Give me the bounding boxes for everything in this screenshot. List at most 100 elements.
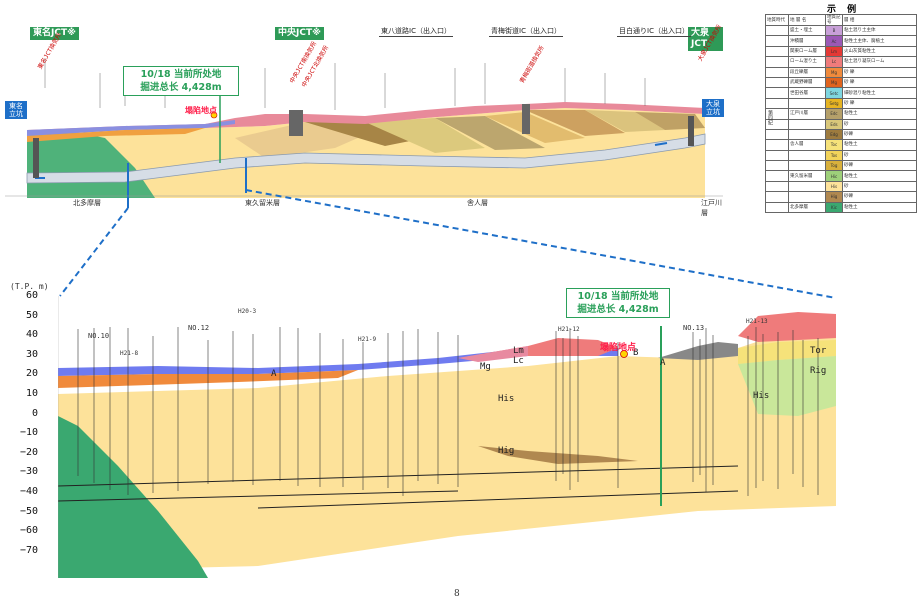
legend-swatch: Lm — [825, 45, 843, 58]
legend-swatch: B — [825, 24, 843, 37]
legend-layer-name: 関東ローム層 — [788, 45, 826, 58]
legend-description: 砂礫 — [842, 191, 917, 203]
ic-mejiro-text: 目白通りIC — [619, 27, 654, 35]
legend-description: 砂 — [842, 118, 917, 130]
top-profile-graphic — [5, 58, 723, 208]
ic-ome-suffix: （出入口） — [525, 27, 561, 35]
legend-era-cell — [765, 149, 789, 162]
legend-description: 砂礫 — [842, 128, 917, 141]
legend-swatch: Mg — [825, 66, 843, 78]
legend-layer-name — [788, 180, 826, 193]
borehole-label-no10: NO.10 — [88, 332, 110, 340]
borehole-label-h21-8: H21-8 — [120, 350, 139, 357]
legend-era-cell — [765, 76, 789, 89]
geo-label-a-left: A — [271, 369, 277, 379]
geo-label-mg: Mg — [480, 362, 491, 372]
legend-layer-name: 東久留米層 — [788, 170, 826, 182]
legend-layer-name — [788, 160, 826, 172]
collapse-point-label: B — [633, 348, 639, 358]
legend-header-code: 地質記号 — [825, 14, 843, 26]
section-progress-note: 10/18 当前所处地 掘进总长 4,428m — [566, 288, 670, 318]
legend-description: 砂 — [842, 180, 917, 193]
top-profile: 東名JCT※ 中央JCT※ 大泉JCT 東名立坑 大泉立坑 東八道路IC（出入口… — [5, 18, 724, 217]
legend-swatch: Lc — [825, 56, 843, 68]
ic-ome-text: 青梅街道IC — [491, 27, 526, 35]
y-tick-label: 0 — [31, 407, 38, 419]
legend-swatch: Toc — [825, 139, 843, 151]
y-tick-label: 30 — [25, 348, 38, 360]
borehole-label-h21-13: H21-13 — [746, 318, 768, 325]
geo-label-lc: Lc — [513, 356, 524, 366]
section-collapse-label: 塌陷地点 — [600, 343, 637, 353]
shaft-label-oizumi: 大泉立坑 — [702, 99, 724, 117]
legend-era-cell — [765, 201, 789, 214]
section-y-axis-label: (T.P. m) — [10, 282, 49, 291]
jct-label-oizumi: 大泉JCT — [688, 27, 723, 51]
y-tick-label: 40 — [25, 329, 38, 341]
legend-swatch: Setg — [825, 97, 843, 110]
legend-description: 砂礫 — [842, 160, 917, 172]
legend-description: 粘性土 — [842, 170, 917, 182]
legend-era-cell — [765, 35, 789, 47]
legend-layer-name — [788, 128, 826, 141]
legend-layer-name: 沖積層 — [788, 35, 826, 47]
y-tick-label: −60 — [19, 525, 38, 537]
section-progress-length: 掘进总长 4,428m — [577, 304, 659, 315]
legend-swatch: Edc — [825, 108, 843, 120]
y-tick-label: −50 — [19, 505, 38, 517]
geo-label-tor: Tor — [810, 346, 827, 356]
layer-label-higashikurume: 東久留米層 — [245, 199, 280, 207]
jct-tomei-mark: ※ — [67, 28, 76, 38]
legend-swatch: Eds — [825, 118, 843, 130]
legend-swatch: Tog — [825, 160, 843, 172]
layer-label-kitatama: 北多摩層 — [73, 199, 101, 207]
shaft-label-tomei: 東名立坑 — [5, 101, 27, 119]
legend-description: 砂 — [842, 149, 917, 162]
legend-era-cell — [765, 128, 789, 141]
geo-label-hig: Hig — [498, 446, 515, 456]
legend-description: 粘土混り凝灰ローム — [842, 56, 917, 68]
legend-layer-name: 盛土・埋土 — [788, 24, 826, 37]
legend-layer-name: 段丘礫層 — [788, 66, 826, 78]
legend-era-cell — [765, 170, 789, 182]
jct-label-chuo: 中央JCT※ — [275, 27, 324, 40]
legend-description: 細砂混り粘性土 — [842, 87, 917, 99]
legend-layer-name: 武蔵野礫層 — [788, 76, 826, 89]
legend-layer-name — [788, 149, 826, 162]
y-tick-label: −20 — [19, 446, 38, 458]
layer-label-toneri: 舎人層 — [467, 199, 488, 207]
geological-cross-section: Lm Lc Mg His Hig His A A Tor Rig B NO.10… — [58, 288, 836, 578]
ic-higashihachi-text: 東八道路IC — [381, 27, 416, 35]
legend-era-cell — [765, 45, 789, 58]
legend-era-cell — [765, 87, 789, 99]
legend-description: 火山灰質粘性土 — [842, 45, 917, 58]
jct-chuo-text: 中央JCT — [278, 28, 313, 38]
legend-layer-name: ローム混り土 — [788, 56, 826, 68]
legend-description: 粘性土 — [842, 201, 917, 214]
legend-era-cell — [765, 180, 789, 193]
top-collapse-label: 塌陷地点 — [185, 106, 217, 115]
y-tick-label: 60 — [25, 290, 38, 301]
y-tick-label: 20 — [25, 368, 38, 380]
jct-label-tomei: 東名JCT※ — [30, 27, 79, 40]
ic-higashihachi-suffix: （出入口） — [415, 27, 451, 35]
legend-swatch: Ac — [825, 35, 843, 47]
y-tick-label: −70 — [19, 544, 38, 556]
legend-header-row: 地質時代 地 層 名 地質記号 層 相 — [765, 14, 917, 26]
legend-era-cell — [765, 139, 789, 151]
geo-label-a-right: A — [660, 358, 666, 368]
